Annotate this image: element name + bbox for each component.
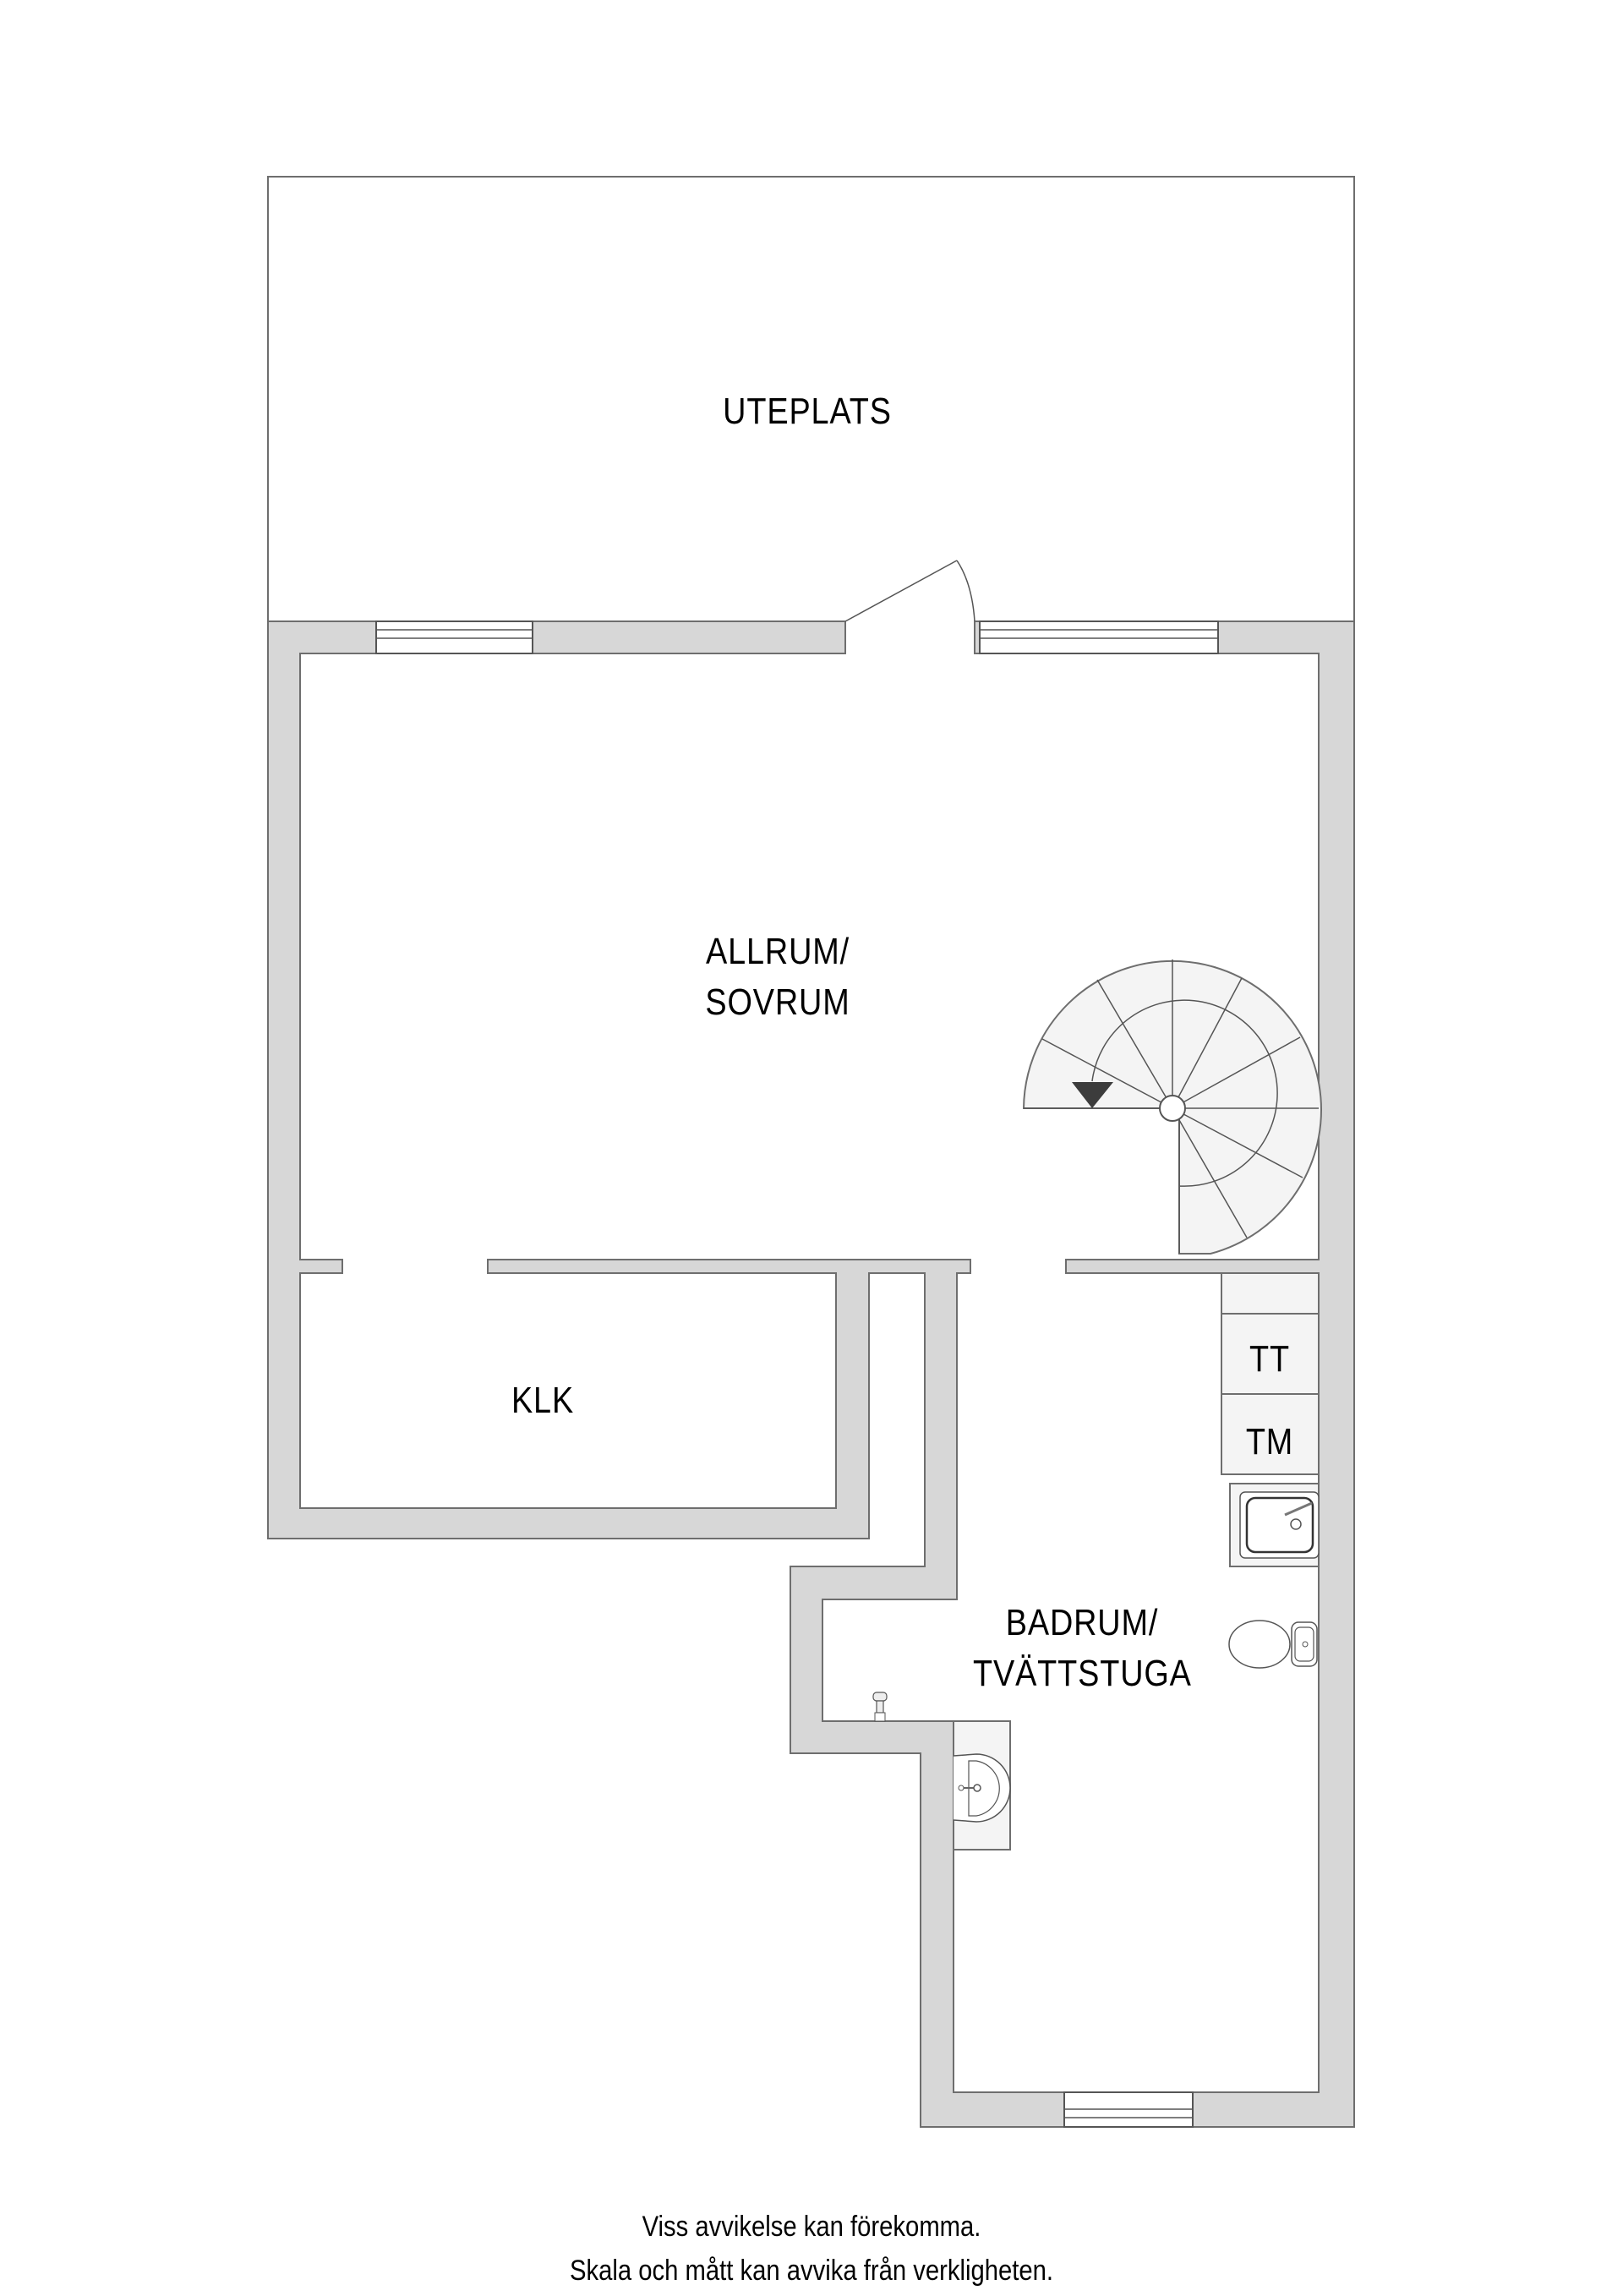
- door-swing-icon[interactable]: [844, 560, 975, 622]
- disclaimer: Viss avvikelse kan förekomma. Skala och …: [113, 2205, 1509, 2293]
- room-label-allrum-line1: ALLRUM/: [705, 931, 850, 972]
- appliance-label-tt: TT: [1249, 1338, 1290, 1380]
- spiral-stair-icon[interactable]: [1022, 959, 1322, 1255]
- sink-icon[interactable]: [1229, 1483, 1320, 1567]
- room-label-allrum-line2: SOVRUM: [705, 981, 850, 1023]
- outer-walls: [267, 620, 1355, 2128]
- window-icon: [375, 620, 533, 654]
- appliance-label-tm: TM: [1245, 1421, 1294, 1462]
- window-icon: [1063, 2091, 1194, 2128]
- window-icon: [979, 620, 1219, 654]
- toilet-icon[interactable]: [1228, 1620, 1318, 1669]
- disclaimer-line2: Skala och mått kan avvika från verklighe…: [569, 2255, 1054, 2287]
- room-label-uteplats: UTEPLATS: [723, 391, 892, 432]
- room-label-badrum: BADRUM/ TVÄTTSTUGA: [973, 1598, 1191, 1699]
- stair-direction-arrow-icon: [1072, 1082, 1113, 1108]
- shower-icon: [872, 1692, 888, 1722]
- patio-outline: [267, 176, 1355, 621]
- disclaimer-line1: Viss avvikelse kan förekomma.: [642, 2211, 981, 2243]
- room-label-badrum-line1: BADRUM/: [1005, 1602, 1159, 1643]
- room-label-badrum-line2: TVÄTTSTUGA: [973, 1653, 1192, 1694]
- washbasin-icon[interactable]: [953, 1720, 1011, 1850]
- room-label-allrum: ALLRUM/ SOVRUM: [669, 927, 887, 1028]
- laundry-cabinets: [1221, 1272, 1320, 1475]
- room-label-klk: KLK: [511, 1380, 575, 1421]
